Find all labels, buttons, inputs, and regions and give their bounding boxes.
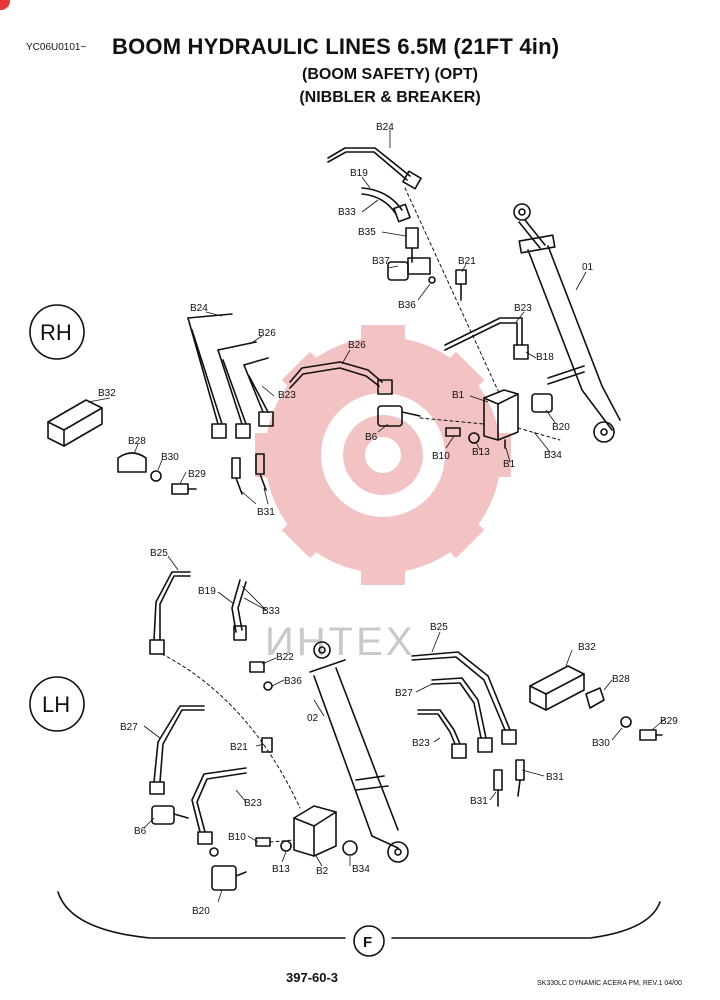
label-lh-02: 02 (307, 713, 319, 724)
label-lh-b25-left: B25 (150, 548, 168, 559)
label-lh-b22: B22 (276, 652, 294, 663)
corner-mark (0, 0, 10, 10)
label-rh-b37: B37 (372, 256, 390, 267)
label-rh-b19: B19 (350, 168, 368, 179)
label-lh-b27-right: B27 (395, 688, 413, 699)
page-number: 397-60-3 (286, 970, 339, 985)
page-subtitle-1: (BOOM SAFETY) (OPT) (302, 66, 478, 83)
label-lh-b21: B21 (230, 742, 248, 753)
page-title: BOOM HYDRAULIC LINES 6.5M (21FT 4in) (112, 34, 560, 59)
section-label-rh: RH (40, 320, 72, 345)
label-rh-b29: B29 (188, 469, 206, 480)
label-lh-b34: B34 (352, 864, 370, 875)
label-rh-b1-top: B1 (452, 390, 465, 401)
label-rh-b1-bottom: B1 (503, 459, 516, 470)
doc-code: YC06U0101~ (26, 42, 87, 53)
label-rh-b28: B28 (128, 436, 146, 447)
label-lh-b10: B10 (228, 832, 246, 843)
label-rh-b21: B21 (458, 256, 476, 267)
label-rh-b26-mid: B26 (348, 340, 366, 351)
label-lh-b31-a: B31 (470, 796, 488, 807)
label-rh-b32: B32 (98, 388, 116, 399)
label-lh-b25-right: B25 (430, 622, 448, 633)
label-rh-b31: B31 (257, 507, 275, 518)
watermark-gear-icon (255, 325, 511, 585)
label-lh-b19: B19 (198, 586, 216, 597)
label-lh-b33: B33 (262, 606, 280, 617)
label-lh-b23-left: B23 (244, 798, 262, 809)
label-rh-b13: B13 (472, 447, 490, 458)
model-revision: SK330LC DYNAMIC ACERA PM, REV.1 04/00 (537, 980, 682, 987)
label-lh-b28: B28 (612, 674, 630, 685)
label-rh-b6: B6 (365, 432, 378, 443)
label-rh-b24-top: B24 (376, 122, 394, 133)
label-rh-b24-left: B24 (190, 303, 208, 314)
label-rh-b36: B36 (398, 300, 416, 311)
label-rh-b23-left: B23 (278, 390, 296, 401)
label-rh-01: 01 (582, 262, 594, 273)
label-lh-b36: B36 (284, 676, 302, 687)
label-lh-b13: B13 (272, 864, 290, 875)
label-rh-b33: B33 (338, 207, 356, 218)
watermark-text: ИНТЕХ (265, 620, 415, 664)
label-lh-b6: B6 (134, 826, 147, 837)
label-rh-b26-left: B26 (258, 328, 276, 339)
page-subtitle-2: (NIBBLER & BREAKER) (299, 89, 481, 106)
label-rh-b10: B10 (432, 451, 450, 462)
label-lh-b27-left: B27 (120, 722, 138, 733)
label-lh-b31-b: B31 (546, 772, 564, 783)
section-label-lh: LH (42, 692, 70, 717)
view-label-f: F (363, 934, 372, 951)
label-lh-b29: B29 (660, 716, 678, 727)
label-rh-b34: B34 (544, 450, 562, 461)
label-lh-b30: B30 (592, 738, 610, 749)
label-rh-b30: B30 (161, 452, 179, 463)
label-rh-b35: B35 (358, 227, 376, 238)
label-rh-b20: B20 (552, 422, 570, 433)
label-lh-b20: B20 (192, 906, 210, 917)
label-lh-b23-right: B23 (412, 738, 430, 749)
label-lh-b32: B32 (578, 642, 596, 653)
label-rh-b23-right: B23 (514, 303, 532, 314)
label-lh-b2: B2 (316, 866, 329, 877)
label-rh-b18: B18 (536, 352, 554, 363)
